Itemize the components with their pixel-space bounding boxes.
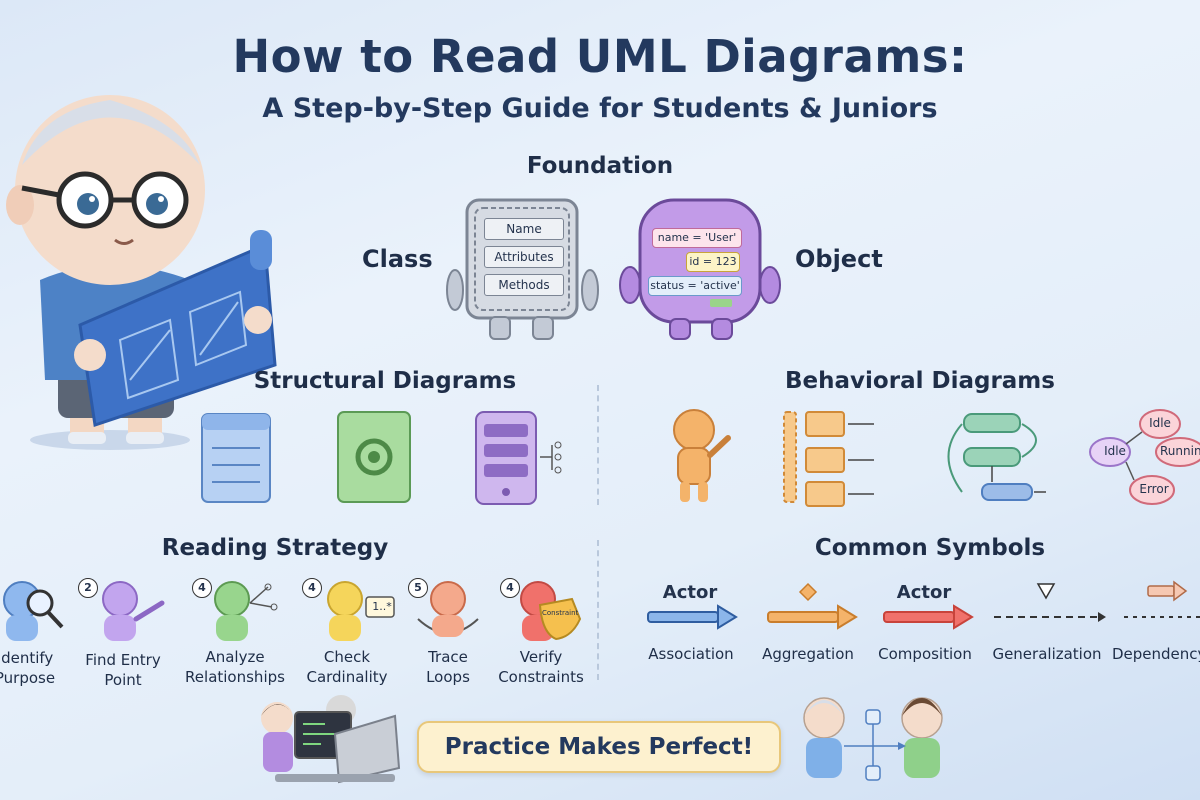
page-subtitle: A Step-by-Step Guide for Students & Juni… — [262, 93, 938, 124]
state-error: Error — [1139, 482, 1169, 496]
association-caption: Actor — [662, 582, 718, 603]
step-badge-4: 4 — [302, 578, 322, 598]
object-name-row: name = 'User' — [652, 228, 742, 248]
step-entry-line2: Point — [104, 671, 142, 690]
class-attributes-row: Attributes — [484, 246, 564, 268]
constraint-note: Constraint — [542, 609, 579, 617]
reading-step-figures — [3, 581, 582, 641]
object-label: Object — [795, 245, 883, 273]
structural-icons — [201, 411, 562, 505]
step-analyze-figure — [214, 581, 278, 641]
composition-label: Composition — [878, 645, 972, 663]
laptop-kids-illustration — [261, 695, 401, 784]
deployment-diagram-icon — [475, 411, 562, 505]
step-constraints-line2: Constraints — [498, 668, 584, 687]
section-divider-top — [597, 385, 599, 505]
step-loops-line2: Loops — [426, 668, 470, 687]
aggregation-arrow — [767, 582, 858, 630]
step-cardinality-line2: Cardinality — [306, 668, 388, 687]
step-constraints-figure — [520, 581, 582, 641]
step-cardinality-figure — [327, 581, 395, 641]
object-id-row: id = 123 — [686, 252, 740, 272]
reading-strategy-heading: Reading Strategy — [161, 535, 389, 561]
class-name-row: Name — [484, 218, 564, 240]
behavioral-icons — [673, 409, 1200, 507]
object-status-row: status = 'active' — [648, 276, 742, 296]
state-idle-left: Idle — [1104, 444, 1126, 458]
step-identify-figure — [3, 581, 64, 641]
generalization-label: Generalization — [992, 645, 1102, 663]
collaboration-illustration — [803, 697, 943, 781]
step-loops-figure — [417, 581, 479, 637]
common-symbols-heading: Common Symbols — [814, 535, 1046, 561]
step-badge-5: 5 — [408, 578, 428, 598]
step-badge-3: 4 — [192, 578, 212, 598]
composition-arrow — [883, 604, 974, 630]
generalization-arrow — [994, 583, 1106, 622]
step-entry-line1: Find Entry — [85, 651, 161, 669]
step-cardinality-line1: Check — [323, 648, 371, 666]
activity-diagram-icon — [947, 413, 1046, 501]
section-divider-bottom — [597, 540, 599, 680]
dependency-label: Dependency — [1112, 645, 1200, 663]
mascot-illustration — [6, 95, 277, 450]
step-constraints-line1: Verify — [519, 648, 563, 666]
dependency-arrow — [1124, 580, 1200, 618]
step-entry-figure — [102, 581, 165, 641]
page-title: How to Read UML Diagrams: — [232, 30, 968, 83]
practice-banner: Practice Makes Perfect! — [417, 721, 781, 773]
step-badge-6: 4 — [500, 578, 520, 598]
step-identify-line2: Purpose — [0, 669, 56, 688]
association-label: Association — [648, 645, 734, 663]
sequence-diagram-icon — [783, 411, 874, 507]
state-running: Running — [1160, 444, 1200, 458]
behavioral-heading: Behavioral Diagrams — [785, 368, 1055, 394]
foundation-heading: Foundation — [526, 153, 674, 179]
class-diagram-icon — [201, 413, 271, 503]
step-badge-2: 2 — [78, 578, 98, 598]
step-loops-line1: Trace — [428, 648, 468, 666]
step-identify-line1: Identify — [0, 649, 54, 667]
component-diagram-icon — [337, 411, 411, 503]
step-analyze-line1: Analyze — [205, 648, 265, 666]
symbol-arrows — [647, 580, 1200, 630]
class-methods-row: Methods — [484, 274, 564, 296]
association-arrow — [647, 604, 738, 630]
cardinality-note: 1..* — [372, 600, 392, 613]
state-idle-top: Idle — [1149, 416, 1171, 430]
step-analyze-line2: Relationships — [185, 668, 285, 687]
state-machine-icon — [1089, 409, 1200, 505]
class-label: Class — [362, 245, 433, 273]
composition-caption: Actor — [896, 582, 952, 603]
use-case-actor-icon — [673, 409, 731, 502]
structural-heading: Structural Diagrams — [253, 368, 517, 394]
aggregation-label: Aggregation — [762, 645, 854, 663]
